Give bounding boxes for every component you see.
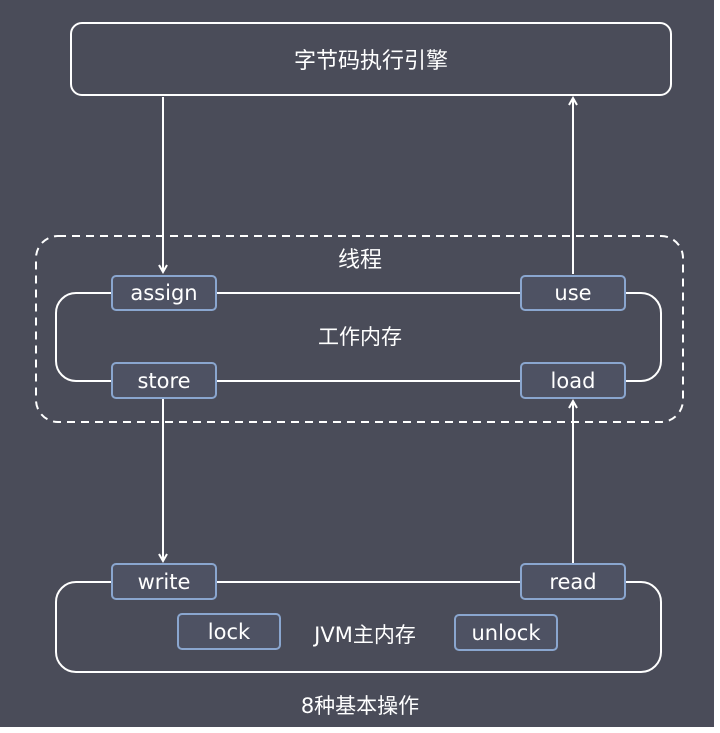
main-memory-box — [55, 581, 662, 673]
lock-op-label: lock — [207, 619, 251, 644]
load-op: load — [520, 362, 626, 399]
load-op-label: load — [550, 368, 596, 393]
write-op: write — [111, 563, 217, 600]
use-op-label: use — [554, 281, 592, 305]
read-op-label: read — [549, 569, 597, 594]
thread-boundary — [35, 235, 684, 423]
write-op-label: write — [137, 569, 191, 594]
bytecode-engine-box: 字节码执行引擎 — [70, 22, 672, 96]
assign-op-label: assign — [130, 281, 198, 305]
unlock-op: unlock — [454, 614, 558, 651]
thread-label: 线程 — [337, 248, 382, 273]
caption: 8种基本操作 — [300, 694, 420, 718]
store-op: store — [111, 362, 217, 399]
working-memory-label: 工作内存 — [318, 325, 402, 349]
main-memory-label: JVM主内存 — [314, 623, 416, 647]
lock-op: lock — [177, 613, 281, 650]
working-memory-box — [55, 292, 662, 382]
use-op: use — [520, 275, 626, 311]
unlock-op-label: unlock — [471, 620, 541, 645]
store-op-label: store — [137, 368, 191, 393]
assign-op: assign — [111, 275, 217, 311]
read-op: read — [520, 563, 626, 600]
bytecode-engine-label: 字节码执行引擎 — [293, 49, 448, 74]
